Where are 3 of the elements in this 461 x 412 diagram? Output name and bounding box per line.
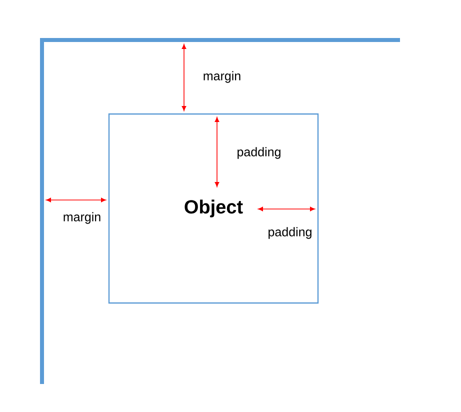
dimension-label: margin bbox=[204, 71, 240, 83]
dimension-label: padding bbox=[268, 227, 312, 239]
dimension-label: padding bbox=[238, 147, 280, 159]
